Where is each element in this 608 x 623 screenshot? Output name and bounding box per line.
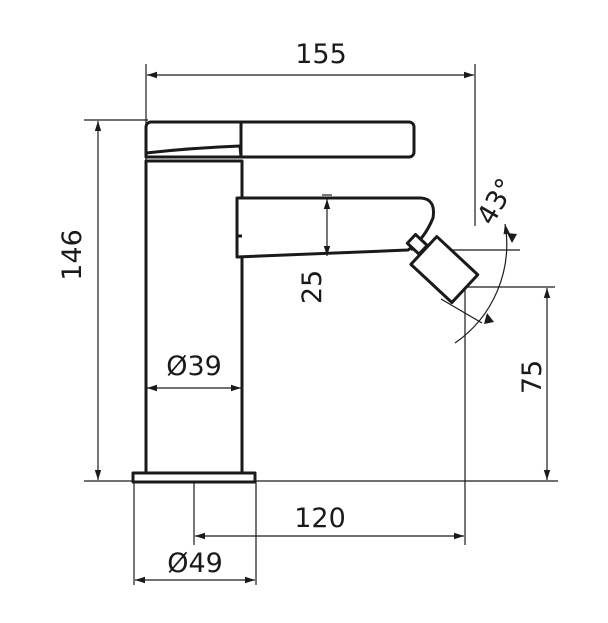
faucet-outline	[131, 120, 480, 484]
spout	[235, 196, 435, 259]
faucet-body	[144, 159, 244, 475]
dim-arc-angle	[454, 223, 510, 344]
faucet-base	[131, 471, 257, 484]
label-spout-height: 25	[297, 270, 328, 304]
label-projection: 120	[294, 503, 346, 534]
dimension-lines	[94, 71, 551, 584]
label-angle: 43°	[471, 173, 522, 230]
label-overall-height: 146	[57, 229, 88, 281]
label-outlet-height: 75	[517, 360, 548, 394]
lever-cap-bevel	[144, 144, 243, 159]
label-overall-width: 155	[295, 39, 347, 70]
label-body-diameter: Ø39	[166, 351, 222, 382]
bidet-nozzle	[405, 232, 480, 305]
label-base-diameter: Ø49	[167, 548, 223, 579]
